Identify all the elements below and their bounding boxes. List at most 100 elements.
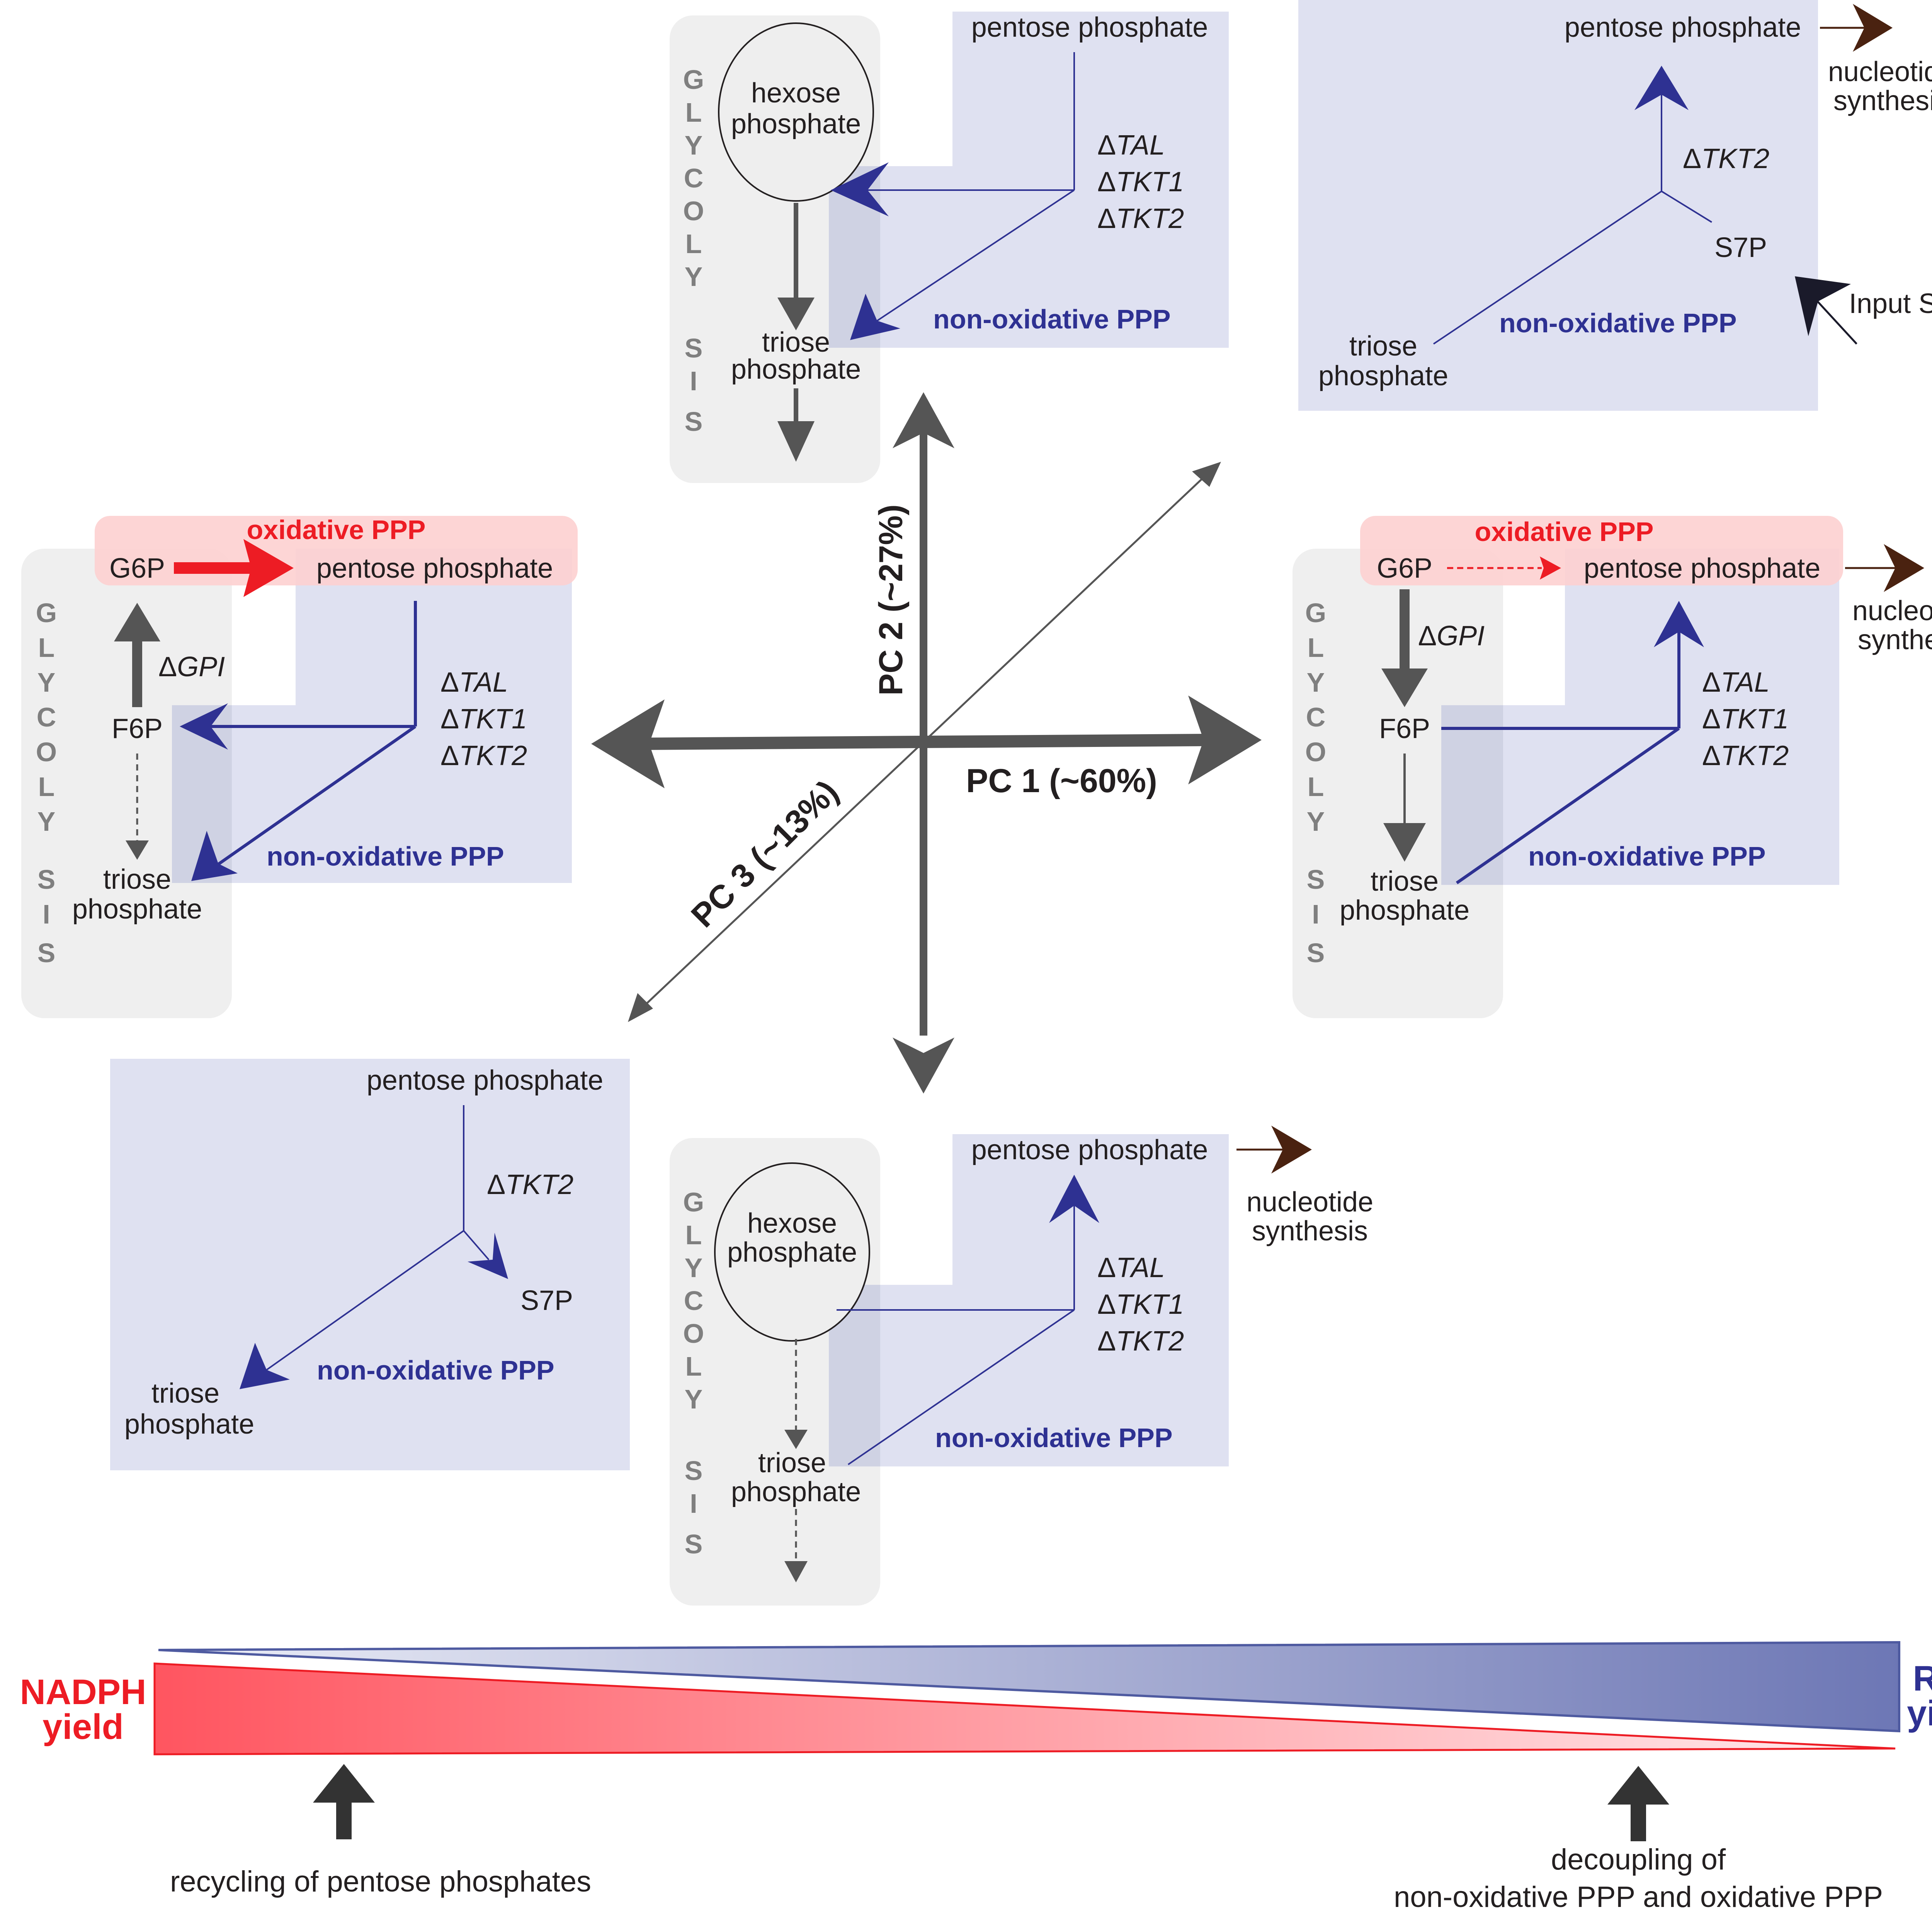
box-overlap xyxy=(1441,705,1503,885)
ppp-reaction-line xyxy=(1661,191,1713,223)
non-oxidative-ppp-box xyxy=(110,1059,630,1470)
hexose-phosphate-node xyxy=(718,22,874,202)
ppp-reaction-line xyxy=(266,1230,464,1371)
gly-letter: S xyxy=(37,864,56,895)
delta-tkt1-label: ΔTKT1 xyxy=(1702,704,1789,735)
delta-tkt2-label: ΔTKT2 xyxy=(1097,203,1184,234)
gly-letter: L xyxy=(38,772,55,802)
delta-gpi-label: ΔGPI xyxy=(1418,621,1485,651)
gly-letter: I xyxy=(1312,899,1319,929)
s7p-label: S7P xyxy=(1714,232,1767,263)
non-oxidative-ppp-label: non-oxidative PPP xyxy=(935,1423,1173,1453)
pentose-phosphate-label: pentose phosphate xyxy=(316,553,553,584)
arrowhead xyxy=(591,699,665,788)
input-arrow xyxy=(1811,295,1857,345)
ppp-reaction-line xyxy=(1433,191,1662,345)
arrowhead xyxy=(893,1038,954,1094)
pc2-label: PC 2 (~27%) xyxy=(872,504,910,696)
pentose-phosphate-label: pentose phosphate xyxy=(1584,553,1821,584)
arrowhead xyxy=(784,1430,808,1449)
nucleotide-label: nucleotide xyxy=(1828,56,1932,87)
gly-letter: L xyxy=(685,97,702,128)
gly-letter: Y xyxy=(1307,806,1325,837)
pc1-label: PC 1 (~60%) xyxy=(966,762,1157,799)
gly-letter: I xyxy=(690,1488,697,1519)
non-oxidative-ppp-label: non-oxidative PPP xyxy=(1528,841,1766,871)
input-s7p-label: Input S7P xyxy=(1849,288,1932,319)
gly-letter: G xyxy=(683,1187,704,1217)
hexose-label: hexose xyxy=(751,78,841,109)
delta-gpi-label: ΔGPI xyxy=(158,651,225,682)
gly-letter: O xyxy=(683,1318,704,1349)
g6p-label: G6P xyxy=(1377,553,1432,584)
gly-letter: L xyxy=(38,633,55,663)
arrowhead xyxy=(468,1233,508,1279)
gly-letter: O xyxy=(36,737,57,767)
arrowhead xyxy=(1634,66,1689,110)
gly-letter: S xyxy=(1307,864,1325,895)
pca-axes: PC 1 (~60%) PC 2 (~27%) PC 3 (~13%) xyxy=(591,392,1262,1094)
arrowhead xyxy=(1540,556,1561,580)
panel-top-right: pentose phosphate nucleotide synthesis Δ… xyxy=(1298,0,1932,411)
gly-letter: Y xyxy=(37,806,56,837)
gly-letter: O xyxy=(683,196,704,226)
non-oxidative-ppp-box xyxy=(1441,549,1839,885)
synthesis-label: synthesis xyxy=(1833,85,1932,116)
triose-label: triose xyxy=(1371,866,1439,897)
arrowhead xyxy=(313,1764,375,1803)
triose-label: triose xyxy=(758,1448,826,1478)
delta-tkt2-label: ΔTKT2 xyxy=(1683,143,1769,174)
delta-tkt2-label: ΔTKT2 xyxy=(1702,740,1789,771)
gly-letter: L xyxy=(685,1220,702,1250)
non-oxidative-ppp-box xyxy=(829,12,1229,348)
gly-letter: Y xyxy=(37,667,56,697)
phosphate-label: phosphate xyxy=(731,354,861,385)
arrowhead xyxy=(831,162,889,216)
phosphate-label: phosphate xyxy=(1340,895,1469,926)
hexose-label: hexose xyxy=(747,1208,837,1239)
yield-gradient: NADPH yield R5P yield recycling of pento… xyxy=(20,1641,1932,1914)
arrowhead xyxy=(191,831,238,881)
arrowhead xyxy=(777,421,815,462)
non-oxidative-ppp-label: non-oxidative PPP xyxy=(267,841,504,871)
gly-letter: Y xyxy=(685,1384,703,1414)
s7p-label: S7P xyxy=(520,1285,573,1316)
arrowhead xyxy=(784,1561,808,1582)
gly-letter: L xyxy=(1308,772,1324,802)
ppp-reaction-line xyxy=(847,1309,1075,1465)
pentose-phosphate-label: pentose phosphate xyxy=(971,12,1208,43)
f6p-label: F6P xyxy=(1379,713,1430,744)
triose-label: triose xyxy=(1349,331,1417,362)
gly-letter: C xyxy=(1306,702,1326,732)
delta-tal-label: ΔTAL xyxy=(1097,130,1165,161)
nadph-yield-label: yield xyxy=(43,1707,124,1747)
nucleotide-label: nucleotide xyxy=(1852,595,1932,626)
glycolysis-label: G L Y C O L Y S I S xyxy=(683,1187,704,1559)
oxidative-ppp-label: oxidative PPP xyxy=(247,515,426,545)
panel-left: oxidative PPP G L Y C O L Y S I S G6P pe… xyxy=(21,515,578,1018)
arrowhead xyxy=(1188,696,1262,784)
phosphate-label: phosphate xyxy=(1318,361,1448,391)
arrowhead xyxy=(1383,823,1426,862)
oxidative-ppp-label: oxidative PPP xyxy=(1475,517,1654,547)
gly-letter: L xyxy=(685,1351,702,1381)
phosphate-label: phosphate xyxy=(727,1237,857,1268)
pc3-label: PC 3 (~13%) xyxy=(684,773,846,935)
r5p-yield-label: yield xyxy=(1907,1694,1932,1733)
arrowhead xyxy=(180,703,228,750)
decoupling-arrow xyxy=(1631,1803,1646,1841)
delta-tkt1-label: ΔTKT1 xyxy=(440,704,527,735)
glycolysis-label: G L Y C O L Y S I S xyxy=(683,65,704,437)
delta-tkt2-label: ΔTKT2 xyxy=(440,740,527,771)
arrowhead xyxy=(777,298,815,330)
delta-tkt1-label: ΔTKT1 xyxy=(1097,1289,1184,1320)
decoupling-label: decoupling of xyxy=(1551,1843,1726,1876)
gly-letter: O xyxy=(1305,737,1326,767)
r5p-label: R5P xyxy=(1913,1659,1932,1698)
non-oxidative-ppp-label: non-oxidative PPP xyxy=(317,1355,554,1385)
ppp-reaction-line xyxy=(876,189,1075,321)
gly-letter: C xyxy=(37,702,56,732)
pentose-phosphate-label: pentose phosphate xyxy=(1565,12,1801,43)
gly-letter: S xyxy=(685,333,703,363)
recycling-arrow xyxy=(336,1801,352,1839)
